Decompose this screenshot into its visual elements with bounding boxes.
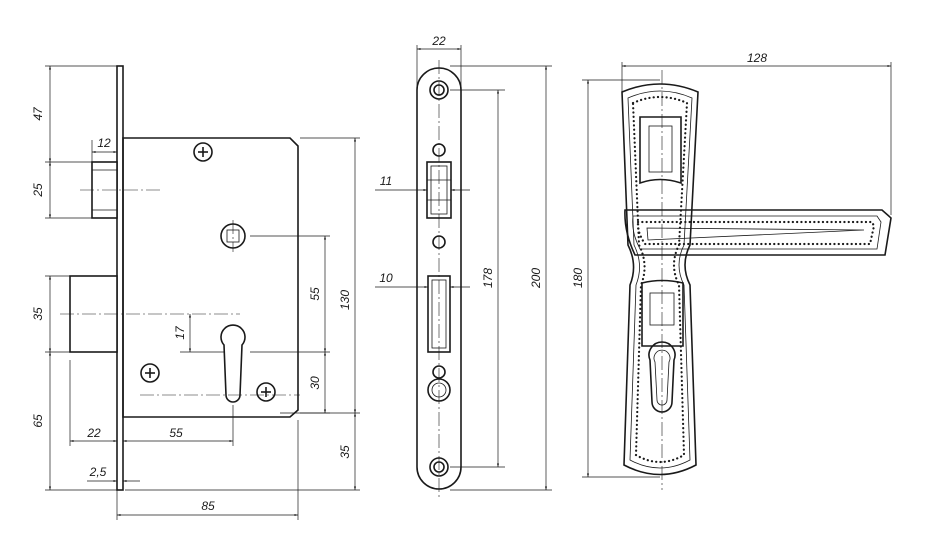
dim-top-to-latch: 47: [31, 106, 45, 121]
lock-body-view: 47 25 35 65 12 17 55 30 130 35 22 55 2,5: [31, 65, 360, 520]
dim-body-depth: 85: [201, 499, 215, 513]
dim-cyl-to-screw: 30: [308, 376, 322, 390]
dim-lever-length: 128: [747, 51, 767, 65]
dim-body-height: 130: [338, 290, 352, 310]
handle-lower-window: [641, 279, 684, 347]
handle-upper-window: [639, 116, 682, 185]
dim-lower-offset: 65: [31, 414, 45, 428]
dim-key-offset: 17: [173, 325, 187, 340]
dim-deadbolt-proj: 22: [86, 426, 101, 440]
dim-latch-slot: 11: [380, 174, 392, 188]
handle-plate: [621, 83, 699, 476]
dim-faceplate-width: 22: [431, 34, 446, 48]
dim-bolt-slot: 10: [379, 271, 393, 285]
dim-faceplate-thick: 2,5: [89, 465, 107, 479]
faceplate-strip: [116, 65, 124, 491]
handle-keyhole: [648, 341, 676, 413]
screw-icon: [140, 363, 160, 383]
dim-faceplate-length: 200: [529, 268, 543, 289]
dim-spindle-to-cyl: 55: [308, 287, 322, 301]
dim-latch-height: 25: [31, 183, 45, 198]
screw-icon: [193, 142, 213, 162]
faceplate-view: 22 11 10 178 200: [375, 34, 552, 500]
cylinder-hole: [220, 324, 246, 403]
handle-view: 128 180: [571, 51, 892, 490]
dim-backset: 55: [169, 426, 183, 440]
lock-case: [122, 137, 299, 418]
dim-deadbolt-height: 35: [31, 307, 45, 321]
dim-plate-height: 180: [571, 268, 585, 288]
dim-screw-spacing: 178: [481, 268, 495, 288]
dim-latch-width: 12: [97, 136, 111, 150]
screw-icon: [256, 382, 276, 402]
dim-bottom-extra: 35: [338, 445, 352, 459]
handle-lever: [624, 209, 892, 256]
